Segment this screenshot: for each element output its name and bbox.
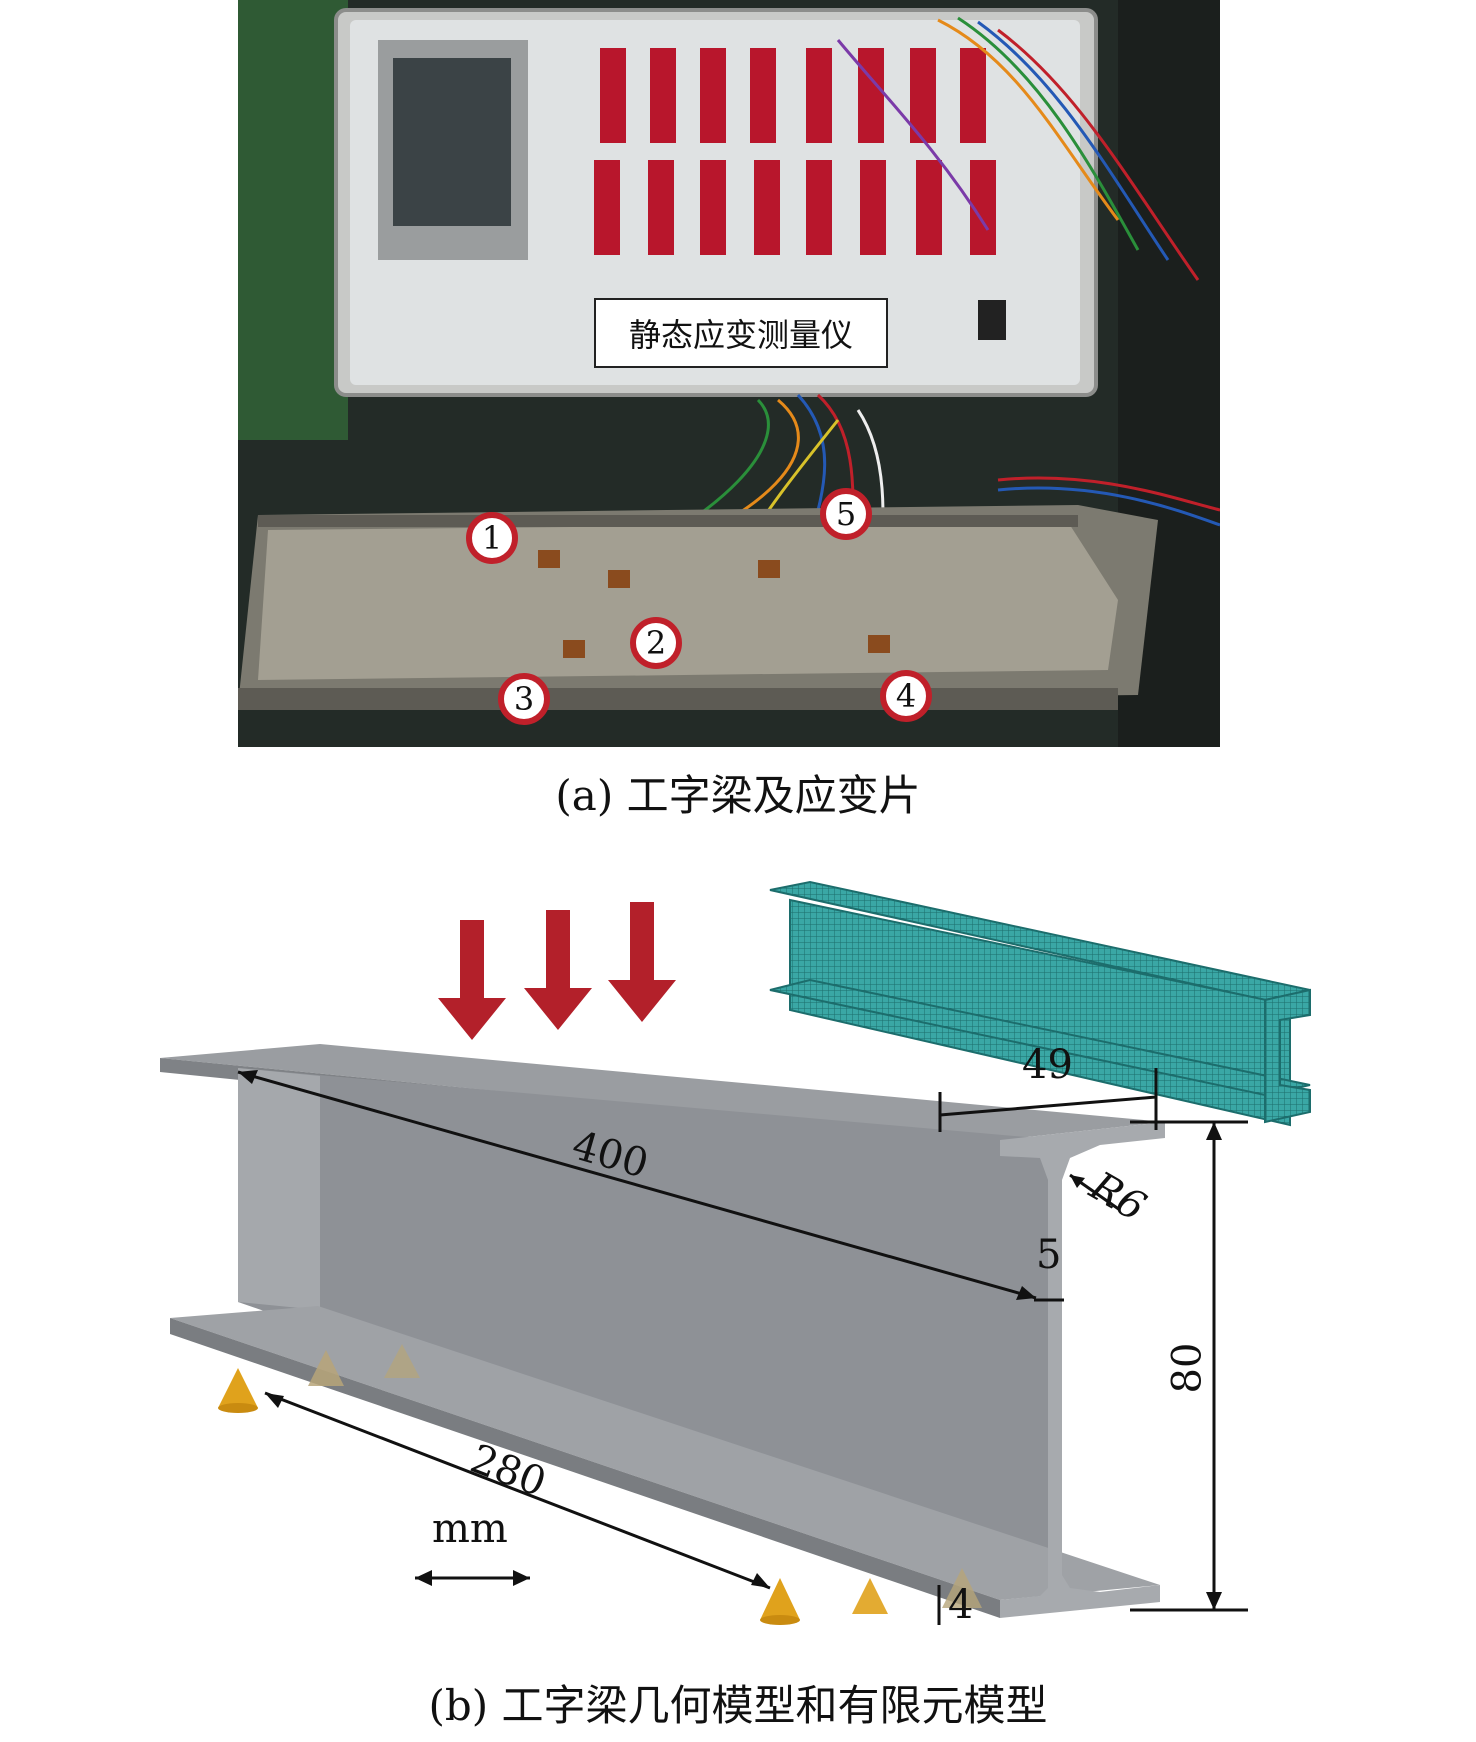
strain-gauge-photo: 静态应变测量仪 1 2 3 4 5 [238,0,1220,747]
supports [218,1344,982,1625]
dim-height: 80 [1164,1342,1211,1394]
dim-flange-thickness: 4 [948,1582,974,1628]
photo-scene [238,0,1220,747]
strain-gauges [538,550,890,658]
fe-model [769,880,1311,1127]
i-beam [160,1044,1165,1618]
device-label: 静态应变测量仪 [594,298,888,368]
gauge-marker-5: 5 [820,488,872,540]
dim-web: 5 [1036,1232,1062,1278]
caption-b: (b) 工字梁几何模型和有限元模型 [428,1681,1048,1730]
dimension-arrowheads [238,1070,1222,1610]
beam-model-diagram: 400 280 49 80 5 R6 4 mm [0,840,1476,1680]
gauge-marker-3: 3 [498,673,550,725]
terminal-blocks [594,48,996,335]
load-arrows [438,902,676,1040]
gauge-marker-2: 2 [630,617,682,669]
caption-a: (a) 工字梁及应变片 [555,771,921,820]
gauge-marker-4: 4 [880,670,932,722]
unit-label: mm [432,1506,508,1552]
gauge-marker-1: 1 [466,512,518,564]
beam-model-svg [160,880,1311,1625]
dim-flange-width: 49 [1022,1042,1073,1088]
